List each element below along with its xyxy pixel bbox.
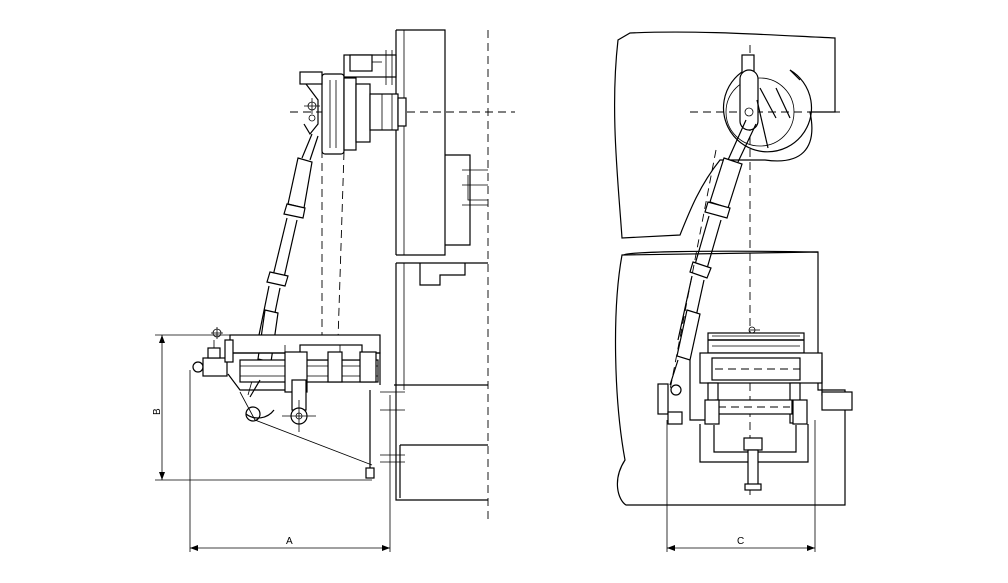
dimension-a: A xyxy=(189,370,391,552)
press-outline-front xyxy=(613,31,846,506)
dimension-b: B xyxy=(152,334,372,481)
eccentric-disc-front xyxy=(722,54,813,153)
front-view: C xyxy=(613,31,853,552)
dimension-c-label: C xyxy=(737,536,744,547)
side-view: A B xyxy=(152,29,515,552)
dimension-a-label: A xyxy=(286,536,293,547)
dimension-b-label: B xyxy=(152,408,163,415)
feeder-head-front xyxy=(667,326,853,491)
eccentric-pulley-side xyxy=(299,50,407,155)
dimension-c: C xyxy=(666,420,816,552)
feeder-body-side xyxy=(192,327,381,479)
